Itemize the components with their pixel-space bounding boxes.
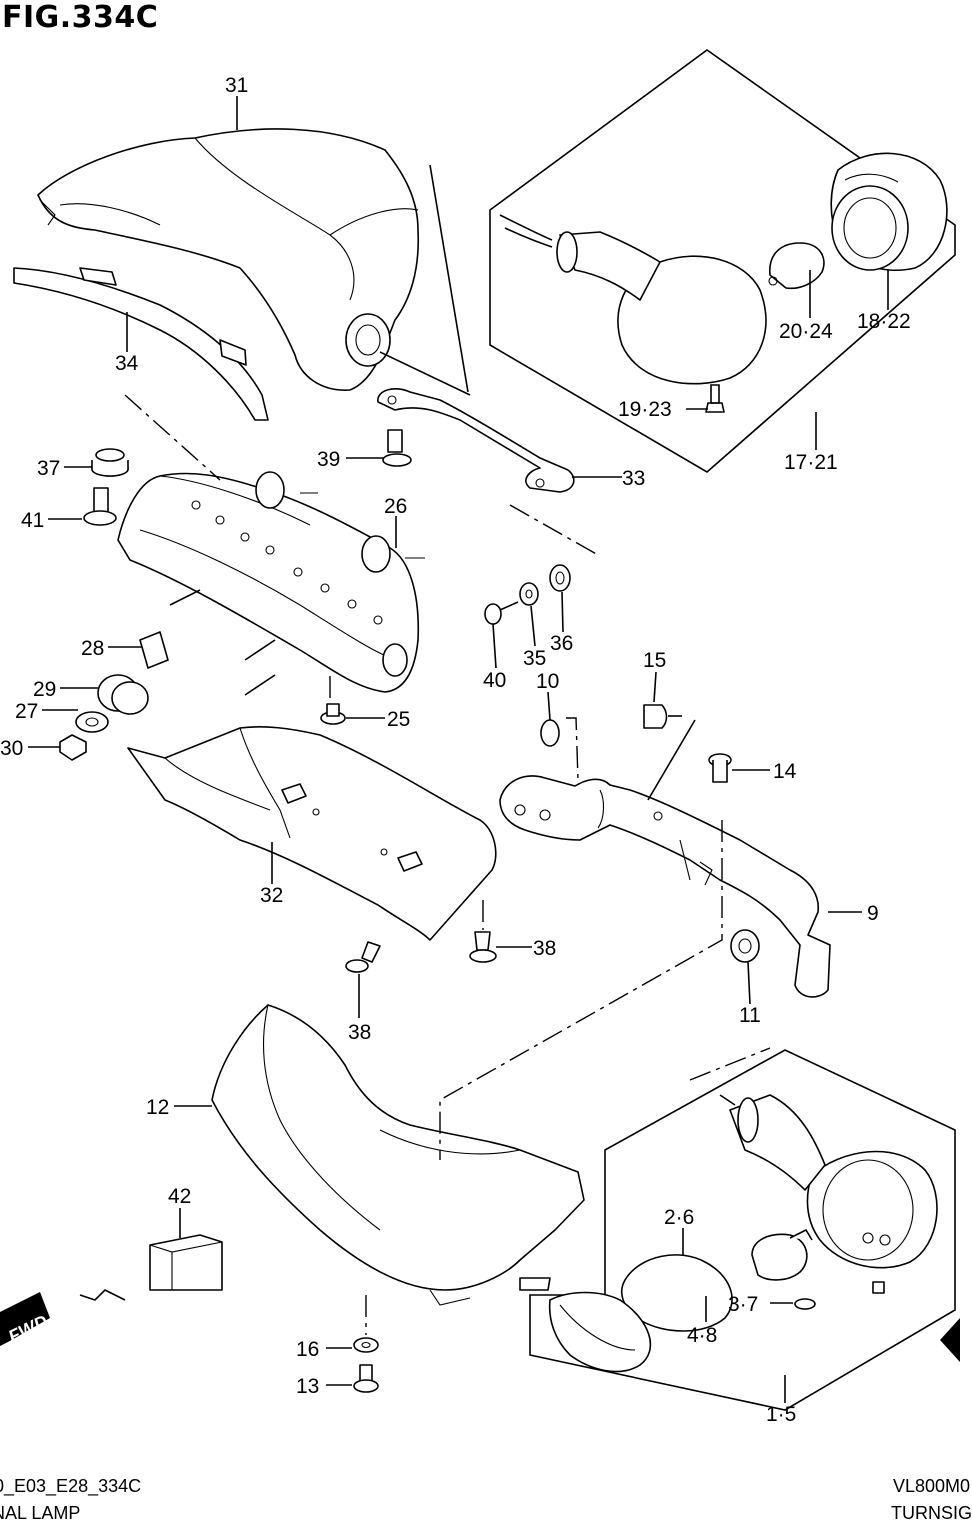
part-mounting-rubber-set xyxy=(59,589,276,761)
callout-12: 12 xyxy=(146,1096,169,1119)
part-mounting-frame xyxy=(117,471,425,693)
callout-16: 16 xyxy=(296,1338,319,1361)
callout-42: 42 xyxy=(168,1185,191,1208)
caption-right: TURNSIG xyxy=(891,1503,972,1523)
callout-26: 26 xyxy=(384,495,407,518)
part-front-turn-signal xyxy=(529,1049,956,1411)
callout-19-23: 19·23 xyxy=(618,398,672,421)
callout-34: 34 xyxy=(115,352,139,375)
callout-36: 36 xyxy=(550,632,573,655)
callout-41: 41 xyxy=(21,509,44,532)
part-screw-washer-set xyxy=(484,564,571,625)
diagram-code-left: 0_E03_E28_334C xyxy=(0,1476,142,1496)
part-rear-fender-cover xyxy=(37,128,420,391)
callout-29: 29 xyxy=(33,678,56,701)
callout-33: 33 xyxy=(622,467,645,490)
callout-2-6: 2·6 xyxy=(664,1206,694,1229)
callout-10: 10 xyxy=(536,670,559,693)
callout-28: 28 xyxy=(81,637,104,660)
callout-32: 32 xyxy=(260,884,283,907)
callout-20-24: 20·24 xyxy=(779,320,833,343)
callout-38-right: 38 xyxy=(533,937,556,960)
part-plate-bracket xyxy=(499,775,831,998)
callout-13: 13 xyxy=(296,1375,319,1398)
part-lower-fender xyxy=(211,1004,585,1306)
callout-3-7: 3·7 xyxy=(728,1293,758,1316)
callout-17-21: 17·21 xyxy=(784,451,838,474)
part-reflector-strip xyxy=(13,267,269,421)
part-relay xyxy=(79,1234,223,1301)
callout-38-bottom: 38 xyxy=(348,1021,371,1044)
callout-4-8: 4·8 xyxy=(687,1324,717,1347)
callout-15: 15 xyxy=(643,649,666,672)
callout-11: 11 xyxy=(739,1004,761,1027)
callout-18-22: 18·22 xyxy=(857,310,911,333)
part-collars xyxy=(540,704,732,783)
part-push-rivets xyxy=(345,931,497,973)
part-undertray-plate xyxy=(127,726,497,941)
callout-39: 39 xyxy=(317,448,340,471)
part-small-hardware-upper-left xyxy=(83,429,412,526)
diagram-code-right: VL800M0 xyxy=(893,1476,971,1496)
connection-lines xyxy=(124,164,771,1335)
callout-40: 40 xyxy=(483,669,506,692)
part-washer-screw-16-13 xyxy=(353,1337,379,1393)
callout-labels: 31 34 37 41 39 26 33 28 29 27 30 25 40 3… xyxy=(0,74,911,1426)
callout-31: 31 xyxy=(225,74,248,97)
part-bolt-25 xyxy=(320,703,346,725)
callout-25: 25 xyxy=(387,708,410,731)
fwd-arrow-badge: FWD xyxy=(0,1292,51,1347)
callout-9: 9 xyxy=(867,902,879,925)
callout-14: 14 xyxy=(773,760,797,783)
part-rear-turn-signal xyxy=(489,49,956,473)
part-signal-bracket xyxy=(377,388,575,493)
callout-1-5: 1·5 xyxy=(766,1403,796,1426)
callout-37: 37 xyxy=(37,457,60,480)
direction-arrow-right xyxy=(940,1318,960,1362)
callout-leaders xyxy=(28,96,889,1403)
figure-title: FIG.334C xyxy=(2,0,159,35)
callout-35: 35 xyxy=(523,647,546,670)
callout-27: 27 xyxy=(15,700,38,723)
callout-30: 30 xyxy=(0,737,23,760)
caption-left: NAL LAMP xyxy=(0,1503,81,1523)
